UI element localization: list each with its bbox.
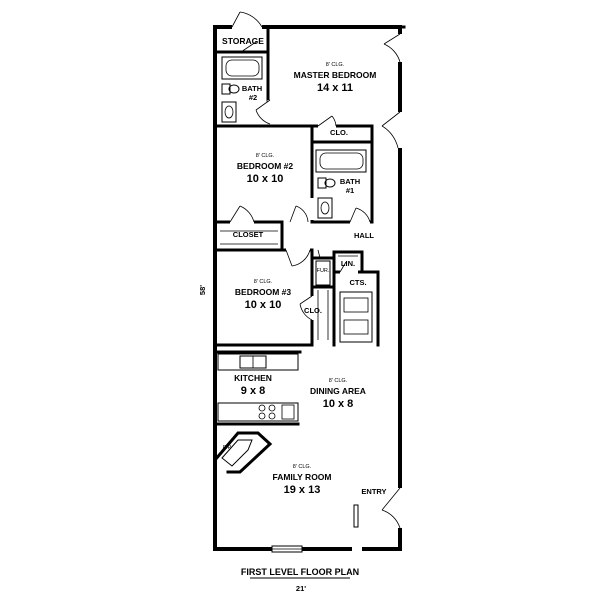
- clo-master-label: CLO.: [330, 128, 348, 137]
- bedroom3-ceiling: 8' CLG.: [254, 279, 273, 285]
- closet-label: CLOSET: [233, 230, 264, 239]
- bath2-number: #2: [249, 93, 257, 102]
- kitchen-size: 9 x 8: [241, 385, 265, 397]
- family-room-label: FAMILY ROOM: [272, 472, 331, 482]
- bath1-number: #1: [346, 186, 354, 195]
- bedroom3-label: BEDROOM #3: [235, 287, 291, 297]
- fp-label: F/P: [223, 445, 232, 451]
- kitchen-label: KITCHEN: [234, 373, 272, 383]
- storage-label: STORAGE: [222, 36, 264, 46]
- master-bedroom-label: MASTER BEDROOM: [294, 70, 377, 80]
- bedroom2-label: BEDROOM #2: [237, 161, 293, 171]
- clo-bed3-label: CLO.: [304, 306, 322, 315]
- fixtures: [217, 56, 373, 467]
- bedroom3-size: 10 x 10: [245, 299, 282, 311]
- bath1-label: BATH: [340, 177, 360, 186]
- interior-walls: [212, 25, 380, 474]
- master-bedroom-ceiling: 8' CLG.: [326, 62, 345, 68]
- exterior-walls: [213, 24, 406, 552]
- room-labels: STORAGE 8' CLG. MASTER BEDROOM 14 x 11 B…: [222, 36, 387, 496]
- dining-label: DINING AREA: [310, 386, 366, 396]
- master-bedroom-size: 14 x 11: [317, 82, 353, 94]
- entry-label: ENTRY: [361, 487, 386, 496]
- bedroom2-size: 10 x 10: [247, 173, 284, 185]
- hall-label: HALL: [354, 231, 374, 240]
- depth-dimension: 58': [198, 285, 207, 295]
- width-dimension: 21': [296, 584, 306, 593]
- family-room-ceiling: 8' CLG.: [293, 464, 312, 470]
- dining-size: 10 x 8: [323, 398, 354, 410]
- dining-ceiling: 8' CLG.: [329, 378, 348, 384]
- plan-title: FIRST LEVEL FLOOR PLAN: [241, 567, 359, 577]
- cts-label: CTS.: [349, 278, 366, 287]
- bedroom2-ceiling: 8' CLG.: [256, 153, 275, 159]
- family-room-size: 19 x 13: [284, 484, 321, 496]
- dimensions: 58' FIRST LEVEL FLOOR PLAN 21': [198, 285, 359, 593]
- fur-label: FUR.: [317, 268, 330, 274]
- bottom-window: [271, 545, 303, 553]
- bath2-label: BATH: [242, 84, 262, 93]
- lin-label: LIN.: [341, 259, 355, 268]
- door-swings: [229, 11, 401, 529]
